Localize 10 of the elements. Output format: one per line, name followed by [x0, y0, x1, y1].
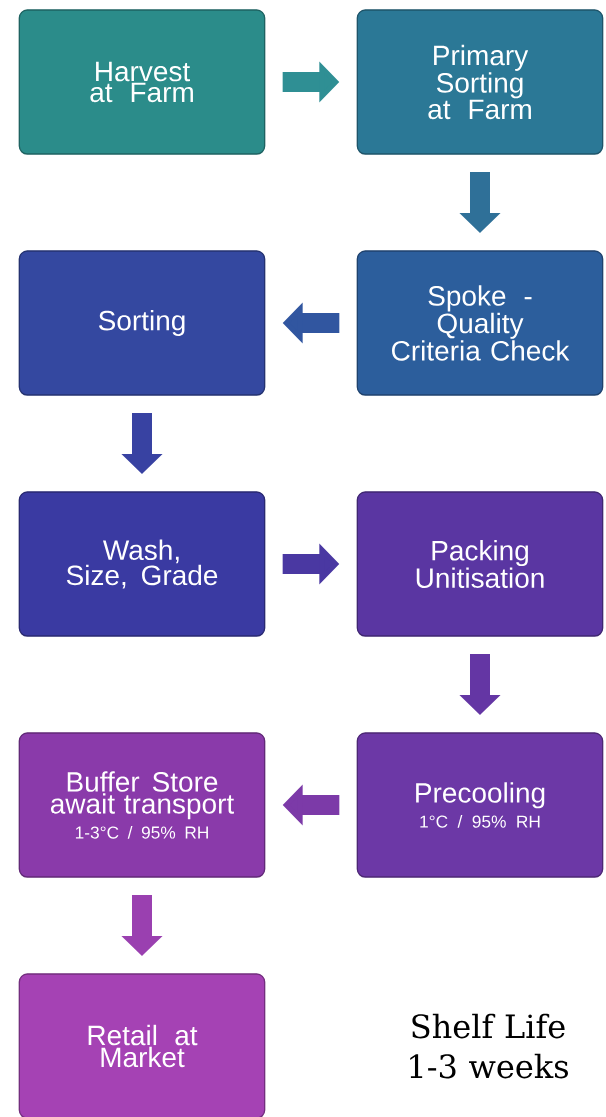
process-box: Primary Sorting at Farm	[356, 9, 604, 155]
process-box: Spoke - Quality Criteria Check	[356, 250, 604, 396]
process-box: Precooling 1°C / 95% RH	[356, 732, 604, 878]
process-box: Retail at Market	[18, 973, 266, 1117]
note-text: Shelf Life 1-3 weeks	[410, 1013, 568, 1079]
process-box: Buffer Store await transport 1-3°C / 95% RH	[18, 732, 266, 878]
process-box: Packing Unitisation	[356, 491, 604, 637]
process-box: Wash, Size, Grade	[18, 491, 266, 637]
process-box: Sorting	[18, 250, 266, 396]
process-box: Harvest at Farm	[18, 9, 266, 155]
